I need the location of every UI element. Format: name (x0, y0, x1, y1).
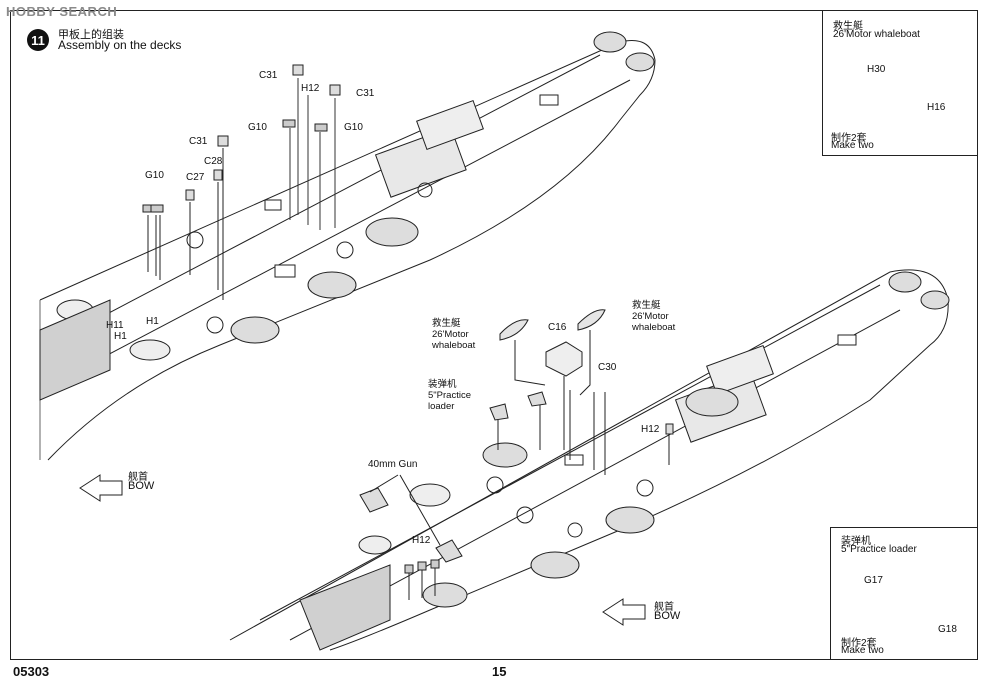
bow-label-en: BOW (128, 480, 155, 492)
part-label: H1 (146, 316, 159, 327)
part-label: G10 (145, 170, 164, 181)
step-title-en: Assembly on the decks (58, 38, 182, 52)
page-frame (10, 10, 978, 660)
inset-title-en: 26'Motor whaleboat (833, 29, 920, 40)
bow-arrow-lower (602, 598, 646, 626)
bow-label-cn: 舰首 (128, 472, 148, 483)
whaleboat-left-label: 救生艇 26'Motor whaleboat (432, 318, 476, 351)
inset-whaleboat: 救生艇 26'Motor whaleboat H30 H16 制作2套 Make… (822, 10, 978, 156)
part-label: C31 (356, 88, 375, 99)
whaleboat-right-shape (577, 309, 606, 331)
inset-title-en: 5"Practice loader (841, 544, 917, 555)
inset-title-cn: 装弹机 (841, 536, 871, 547)
part-label: H12 (301, 83, 320, 94)
make-count-cn: 制作2套 (841, 638, 877, 649)
part-label: C28 (204, 156, 223, 167)
c16-shape (545, 341, 583, 377)
part-label: C31 (189, 136, 208, 147)
watermark: HOBBY SEARCH (6, 4, 118, 19)
part-label: G17 (864, 575, 883, 586)
part-label: C31 (259, 70, 278, 81)
whaleboat-left-shape (499, 319, 529, 341)
kit-code: 05303 (13, 664, 50, 679)
part-label: H30 (867, 64, 886, 75)
bow-label-en: BOW (654, 610, 681, 622)
inset-loader: 装弹机 5"Practice loader G17 G18 制作2套 Make … (830, 527, 978, 660)
part-label: H11 (106, 320, 124, 331)
upper-hull (39, 40, 656, 461)
loader-label: 装弹机 5"Practice loader (428, 379, 471, 412)
make-count-cn: 制作2套 (831, 133, 867, 144)
inset-title-cn: 救生艇 (833, 21, 863, 32)
part-label: H16 (927, 102, 946, 113)
part-label: H1 (114, 331, 127, 342)
part-label: C16 (548, 322, 567, 333)
part-label: G10 (248, 122, 267, 133)
part-label: G18 (938, 624, 957, 635)
lower-hull (229, 269, 949, 651)
make-count-en: Make two (841, 645, 884, 656)
part-label: C30 (598, 362, 617, 373)
page-number: 15 (492, 664, 507, 679)
part-label: C27 (186, 172, 205, 183)
bow-arrow-upper (79, 474, 123, 502)
part-label: H12 (412, 535, 431, 546)
step-title-cn: 甲板上的组装 (58, 29, 124, 41)
gun-40mm-label: 40mm Gun (368, 459, 418, 470)
make-count-en: Make two (831, 140, 874, 151)
bow-label-cn: 舰首 (654, 602, 674, 613)
step-number-badge: 11 (27, 29, 49, 51)
part-label: G10 (344, 122, 363, 133)
part-label: H12 (641, 424, 660, 435)
whaleboat-right-label: 救生艇 26'Motor whaleboat (632, 300, 676, 333)
